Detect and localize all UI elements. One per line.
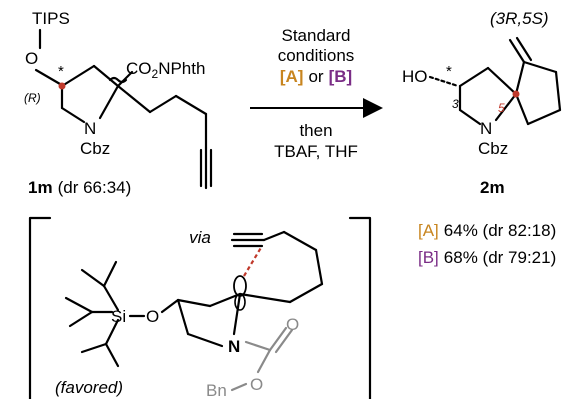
via-label: via xyxy=(189,228,211,247)
position-5: 5 xyxy=(498,101,505,115)
product-label: 2m xyxy=(480,178,505,197)
r-descriptor: (R) xyxy=(24,91,41,105)
ts-carbonyl-oxygen: O xyxy=(286,315,299,334)
product-nitrogen: N xyxy=(480,119,492,138)
ts-oxygen-label: O xyxy=(146,307,159,326)
tips-label: TIPS xyxy=(32,9,70,28)
product-stereo: (3R,5S) xyxy=(490,9,549,28)
position-3: 3 xyxy=(452,97,459,111)
yield-a: [A]64% (dr 82:18) xyxy=(418,221,556,240)
cbz-label: Cbz xyxy=(80,139,110,158)
ts-brackets xyxy=(28,216,372,399)
transition-state: Si O N O O Bn xyxy=(64,230,324,399)
conditions-line3: [A]or[B] xyxy=(280,67,352,86)
favored-label: (favored) xyxy=(55,378,123,397)
ts-nitrogen-label: N xyxy=(228,337,240,356)
ester-label: CO2NPhth xyxy=(126,59,205,81)
product-cbz: Cbz xyxy=(478,139,508,158)
yield-b: [B]68% (dr 79:21) xyxy=(418,248,556,267)
ts-bn-label: Bn xyxy=(206,381,227,399)
conditions-line1: Standard xyxy=(282,26,351,45)
starting-material-1m: TIPS O * (R) N Cbz CO2NPhth xyxy=(24,9,213,190)
product-2m: HO * 3 5 N Cbz xyxy=(402,36,562,158)
product-star: * xyxy=(446,63,452,80)
stereocenter-dot xyxy=(58,82,66,90)
spiro-stereocenter-dot xyxy=(512,90,520,98)
sm-label: 1m(dr 66:34) xyxy=(28,178,131,197)
ho-label: HO xyxy=(402,67,428,86)
ts-ester-oxygen: O xyxy=(250,375,263,394)
conditions-line2: conditions xyxy=(278,46,355,65)
stereo-star: * xyxy=(58,63,64,80)
conditions-tbaf: TBAF, THF xyxy=(274,142,358,161)
oxygen-label: O xyxy=(25,49,38,68)
conditions-then: then xyxy=(299,121,332,140)
nitrogen-label: N xyxy=(84,119,96,138)
ts-si-label: Si xyxy=(111,307,126,326)
